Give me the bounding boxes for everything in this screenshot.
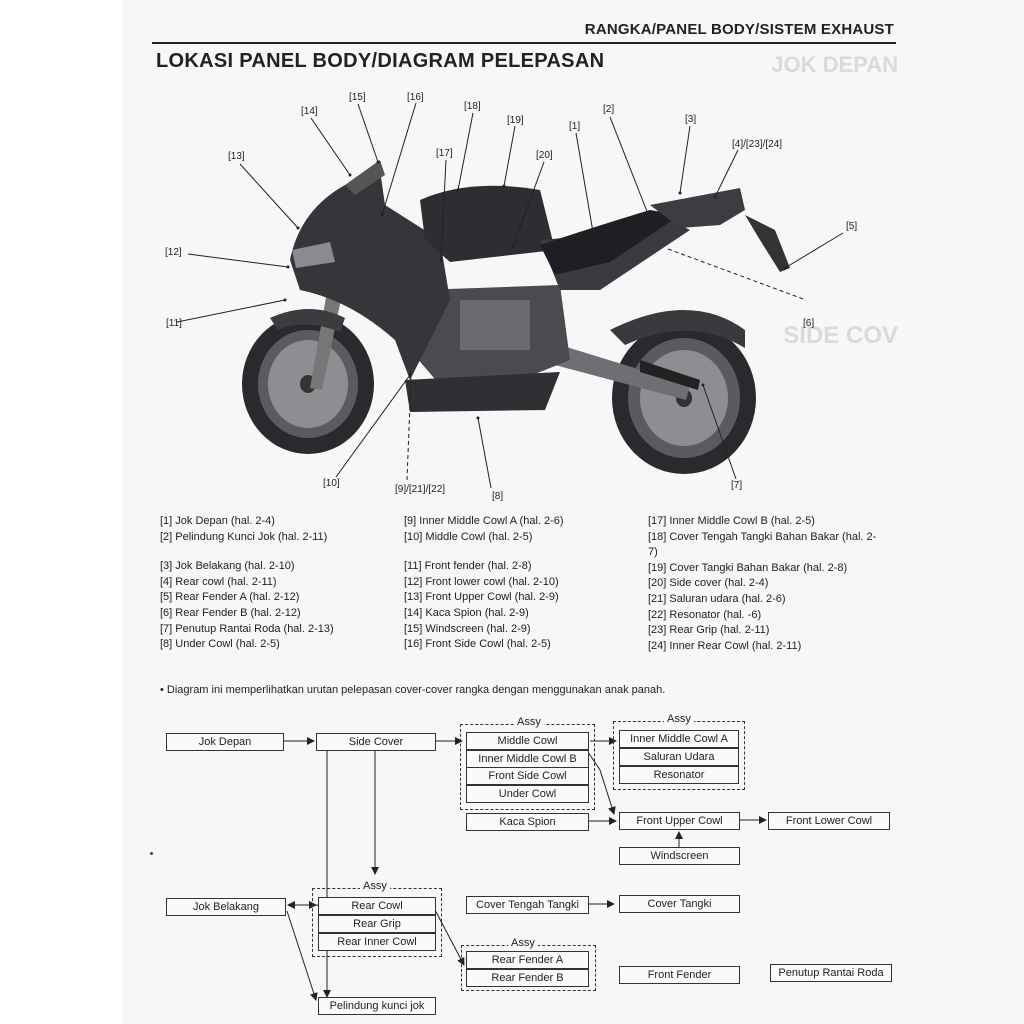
callout-label: [18] [464,101,481,112]
callout-label: [9]/[21]/[22] [395,484,446,495]
flow-box-inner-middle-cowl-b: Inner Middle Cowl B [466,750,589,768]
flow-box-jok-depan: Jok Depan [166,733,284,751]
motorcycle-drawing [242,160,790,474]
part-item: [11] Front fender (hal. 2-8) [404,560,532,573]
part-item: [7] Penutup Rantai Roda (hal. 2-13) [160,622,334,635]
part-item: [14] Kaca Spion (hal. 2-9) [404,606,529,619]
flow-box-resonator: Resonator [619,766,739,784]
flow-box-rear-fender-b: Rear Fender B [466,969,589,987]
flow-box-kaca-spion: Kaca Spion [466,813,589,831]
part-item: [15] Windscreen (hal. 2-9) [404,622,531,635]
flow-box-front-fender: Front Fender [619,966,740,984]
flow-box-front-upper-cowl: Front Upper Cowl [619,812,740,830]
part-item: [24] Inner Rear Cowl (hal. 2-11) [648,639,802,652]
parts-list-col2: [9] Inner Middle Cowl A (hal. 2-6) [10] … [404,514,564,653]
assy-label: Assy [360,880,390,892]
bleed-through-text-side: SIDE COV [783,322,898,349]
part-item: [5] Rear Fender A (hal. 2-12) [160,591,300,604]
part-item: [22] Resonator (hal. -6) [648,608,762,621]
flow-box-rear-fender-a: Rear Fender A [466,951,589,969]
callout-label: [17] [436,148,453,159]
section-header: RANGKA/PANEL BODY/SISTEM EXHAUST [584,21,894,38]
leader-lines-hidden [406,248,807,481]
callout-label: [20] [536,150,553,161]
flow-note: • Diagram ini memperlihatkan urutan pele… [160,684,666,696]
part-item: [19] Cover Tangki Bahan Bakar (hal. 2-8) [648,561,848,574]
parts-list-col3: [17] Inner Middle Cowl B (hal. 2-5) [18]… [648,514,878,654]
manual-page [122,0,1024,1024]
flow-box-rear-grip: Rear Grip [318,915,436,933]
part-item: [6] Rear Fender B (hal. 2-12) [160,606,301,619]
part-item: [16] Front Side Cowl (hal. 2-5) [404,638,551,651]
callout-label: [13] [228,151,245,162]
flow-box-rear-cowl: Rear Cowl [318,897,436,915]
part-item: [23] Rear Grip (hal. 2-11) [648,624,770,637]
part-item: [4] Rear cowl (hal. 2-11) [160,575,277,588]
callout-label: [1] [569,121,581,132]
assy-label: Assy [664,713,694,725]
part-item: [9] Inner Middle Cowl A (hal. 2-6) [404,515,564,527]
callout-label: [6] [803,318,815,329]
part-item: [10] Middle Cowl (hal. 2-5) [404,530,533,543]
leader-lines [176,102,844,489]
callout-label: [3] [685,114,697,125]
flow-box-saluran-udara: Saluran Udara [619,748,739,766]
callout-label: [7] [731,480,743,491]
flow-box-front-side-cowl: Front Side Cowl [466,767,589,785]
callout-label: [15] [349,92,366,103]
leader-arrowheads [283,160,787,420]
part-item: [1] Jok Depan (hal. 2-4) [160,515,275,527]
part-item: [17] Inner Middle Cowl B (hal. 2-5) [648,515,815,527]
flow-box-side-cover: Side Cover [316,733,436,751]
assy-label: Assy [508,937,538,949]
flow-box-pelindung-kunci-jok: Pelindung kunci jok [318,997,436,1015]
callout-label: [12] [165,247,182,258]
callout-label: [2] [603,104,615,115]
flow-box-cover-tengah-tangki: Cover Tengah Tangki [466,896,589,914]
parts-list-col1: [1] Jok Depan (hal. 2-4) [2] Pelindung K… [160,514,334,653]
part-item: [18] Cover Tengah Tangki Bahan Bakar (ha… [648,530,877,559]
flow-box-windscreen: Windscreen [619,847,740,865]
part-item: [3] Jok Belakang (hal. 2-10) [160,560,295,573]
bleed-through-text-top: JOK DEPAN [771,52,898,77]
callout-label: [11] [166,318,182,329]
part-item: [13] Front Upper Cowl (hal. 2-9) [404,591,559,604]
flow-box-front-lower-cowl: Front Lower Cowl [768,812,890,830]
flow-box-rear-inner-cowl: Rear Inner Cowl [318,933,436,951]
flow-box-jok-belakang: Jok Belakang [166,898,286,916]
flow-box-under-cowl: Under Cowl [466,785,589,803]
scan-speck [150,852,153,855]
part-item: [21] Saluran udara (hal. 2-6) [648,592,786,605]
callout-label: [5] [846,221,858,232]
assy-label: Assy [514,716,544,728]
callout-label: [14] [301,106,318,117]
callout-label: [10] [323,478,340,489]
page-title: LOKASI PANEL BODY/DIAGRAM PELEPASAN [156,50,605,72]
flow-box-inner-middle-cowl-a: Inner Middle Cowl A [619,730,739,748]
flow-box-middle-cowl: Middle Cowl [466,732,589,750]
flow-box-penutup-rantai-roda: Penutup Rantai Roda [770,964,892,982]
part-item: [12] Front lower cowl (hal. 2-10) [404,575,559,588]
part-item: [20] Side cover (hal. 2-4) [648,577,769,590]
part-item: [8] Under Cowl (hal. 2-5) [160,638,280,651]
callout-label: [4]/[23]/[24] [732,139,783,150]
callout-label: [19] [507,115,524,126]
callout-label: [16] [407,92,424,103]
part-item: [2] Pelindung Kunci Jok (hal. 2-11) [160,530,328,543]
flow-box-cover-tangki: Cover Tangki [619,895,740,913]
header-rule [152,42,896,44]
callout-label: [8] [492,491,504,502]
